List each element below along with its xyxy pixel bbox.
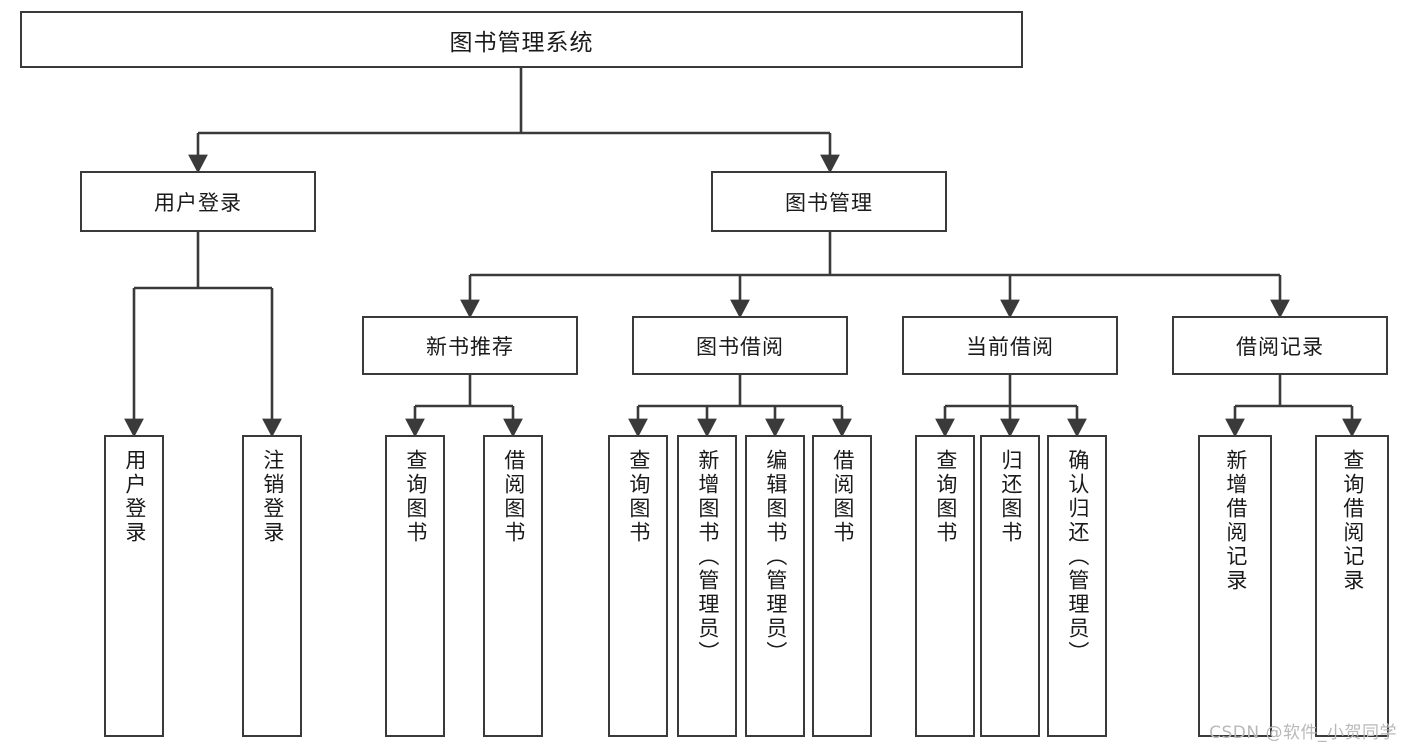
node-label: 归还图书 xyxy=(998,449,1023,545)
node-label: 图书管理系统 xyxy=(449,29,594,56)
node-label: 查询图书 xyxy=(933,449,958,545)
node-label: 当前借阅 xyxy=(966,334,1054,359)
node-current-borrow[interactable]: 当前借阅 xyxy=(902,316,1118,375)
leaf-query-book-current[interactable]: 查询图书 xyxy=(915,435,975,737)
watermark: CSDN @软件_小贺同学 xyxy=(1209,723,1397,743)
node-new-book-recommend[interactable]: 新书推荐 xyxy=(362,316,578,375)
node-book-borrow[interactable]: 图书借阅 xyxy=(632,316,848,375)
node-label: 新增借阅记录 xyxy=(1223,449,1248,593)
leaf-edit-book-admin[interactable]: 编辑图书（管理员） xyxy=(745,435,805,737)
node-label: 图书管理 xyxy=(785,190,873,215)
leaf-borrow-book-recommend[interactable]: 借阅图书 xyxy=(483,435,543,737)
leaf-add-book-admin[interactable]: 新增图书（管理员） xyxy=(677,435,737,737)
node-label: 查询借阅记录 xyxy=(1340,449,1365,593)
node-label: 查询图书 xyxy=(403,449,428,545)
leaf-query-book-recommend[interactable]: 查询图书 xyxy=(385,435,445,737)
node-label: 注销登录 xyxy=(260,449,285,545)
leaf-borrow-book[interactable]: 借阅图书 xyxy=(812,435,872,737)
leaf-query-book-borrow[interactable]: 查询图书 xyxy=(608,435,668,737)
leaf-user-login[interactable]: 用户登录 xyxy=(104,435,164,737)
node-label: 图书借阅 xyxy=(696,334,784,359)
node-label: 新书推荐 xyxy=(426,334,514,359)
node-label: 用户登录 xyxy=(154,190,242,215)
node-borrow-records[interactable]: 借阅记录 xyxy=(1172,316,1388,375)
node-label: 编辑图书（管理员） xyxy=(763,449,788,665)
node-label: 借阅图书 xyxy=(501,449,526,545)
node-label: 借阅图书 xyxy=(830,449,855,545)
leaf-return-book[interactable]: 归还图书 xyxy=(980,435,1040,737)
node-label: 确认归还（管理员） xyxy=(1065,449,1090,665)
node-label: 用户登录 xyxy=(122,449,147,545)
node-label: 借阅记录 xyxy=(1236,334,1324,359)
node-root-system[interactable]: 图书管理系统 xyxy=(20,11,1023,68)
leaf-add-borrow-record[interactable]: 新增借阅记录 xyxy=(1198,435,1272,737)
node-book-management[interactable]: 图书管理 xyxy=(711,171,947,232)
node-label: 新增图书（管理员） xyxy=(695,449,720,665)
leaf-confirm-return-admin[interactable]: 确认归还（管理员） xyxy=(1047,435,1107,737)
node-user-login[interactable]: 用户登录 xyxy=(80,171,316,232)
leaf-query-borrow-record[interactable]: 查询借阅记录 xyxy=(1315,435,1389,737)
leaf-logout[interactable]: 注销登录 xyxy=(242,435,302,737)
node-label: 查询图书 xyxy=(626,449,651,545)
